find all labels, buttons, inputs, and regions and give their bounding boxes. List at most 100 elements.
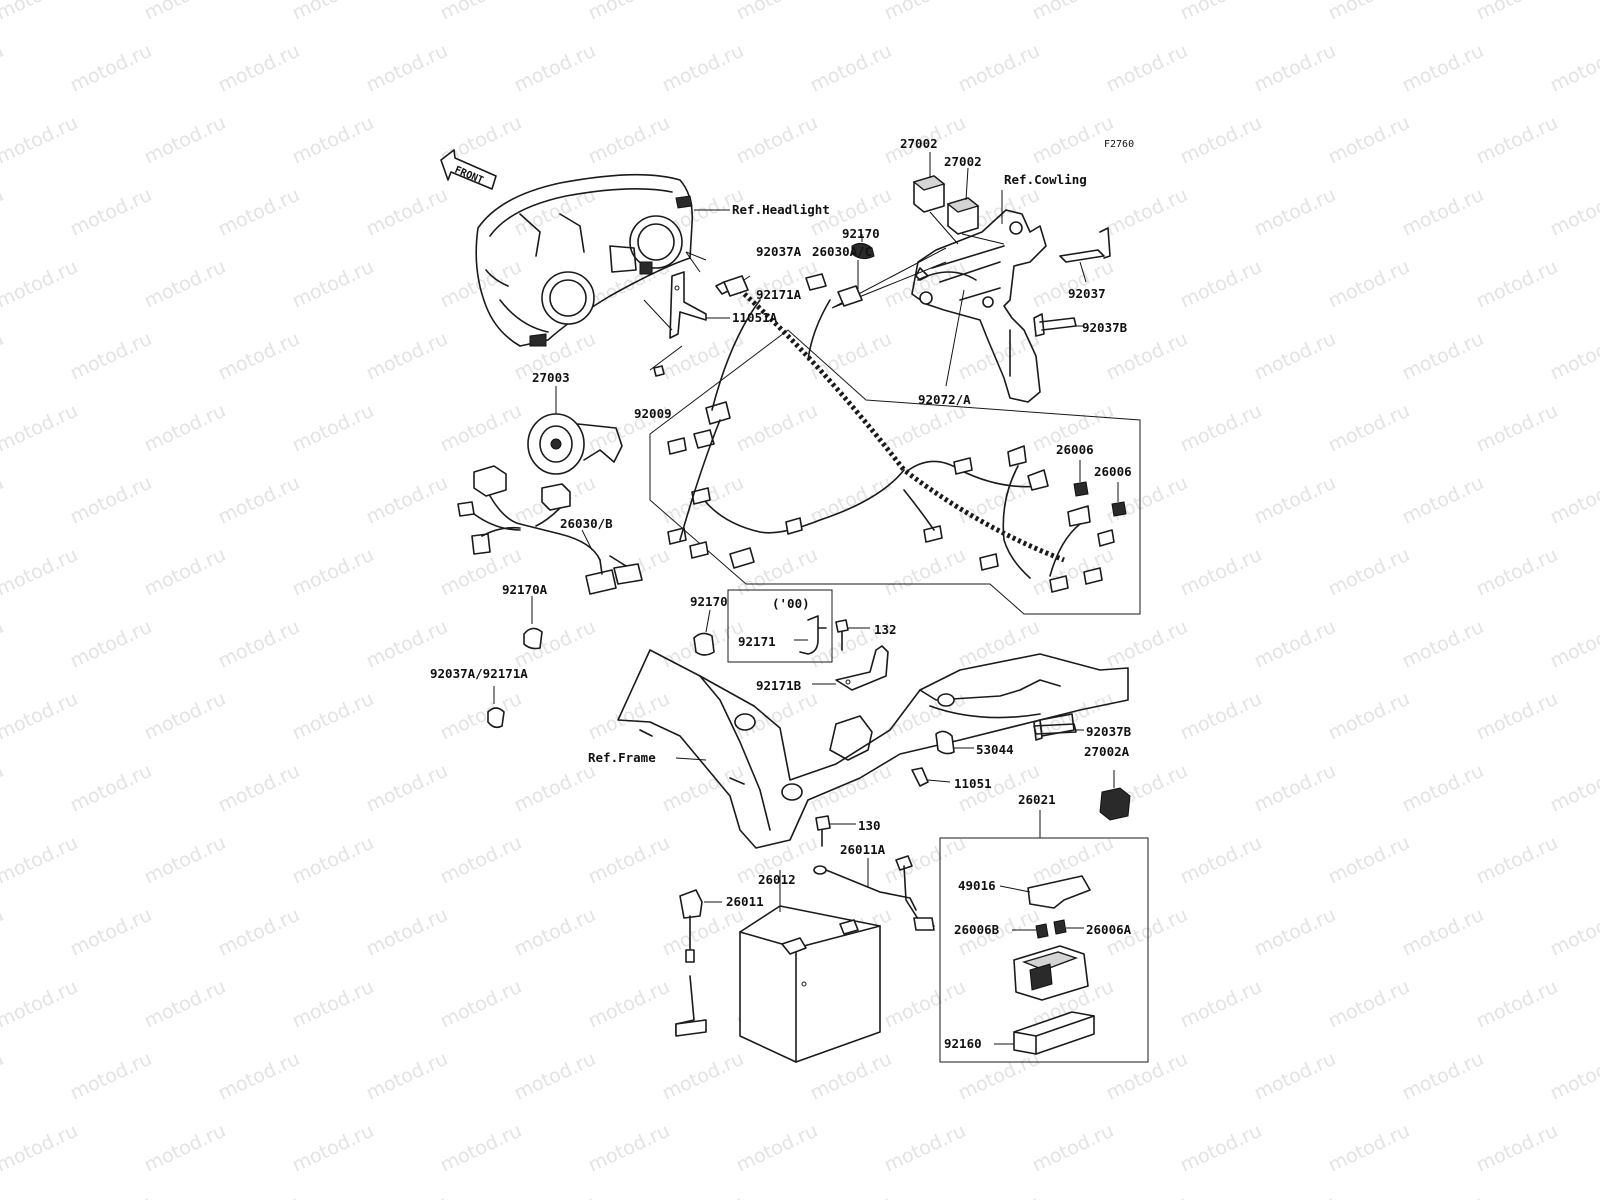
watermark-text: motod.ru: [0, 616, 7, 673]
label-92009: 92009: [634, 406, 672, 421]
watermark-text: motod.ru: [881, 1120, 969, 1177]
watermark-text: motod.ru: [437, 688, 525, 745]
watermark-text: motod.ru: [807, 760, 895, 817]
label-92171A-top: 92171A: [756, 287, 802, 302]
label-92170A: 92170A: [502, 582, 548, 597]
watermark-text: motod.ru: [1547, 1048, 1600, 1105]
clamp-92170A-icon: [523, 627, 543, 650]
watermark-text: motod.ru: [1177, 0, 1265, 25]
watermark-text: motod.ru: [437, 256, 525, 313]
watermark-text: motod.ru: [0, 0, 81, 25]
watermark-text: motod.ru: [141, 832, 229, 889]
watermark-text: motod.ru: [1103, 1192, 1191, 1200]
label-92170-top: 92170: [842, 226, 880, 241]
watermark-text: motod.ru: [1399, 1192, 1487, 1200]
rubber-53044-icon: [935, 730, 955, 755]
watermark-text: motod.ru: [807, 1192, 895, 1200]
watermark-text: motod.ru: [1325, 400, 1413, 457]
watermark-text: motod.ru: [807, 40, 895, 97]
band-92072A-icon: [915, 267, 977, 281]
watermark-text: motod.ru: [511, 904, 599, 961]
label-130: 130: [858, 818, 881, 833]
watermark-text: motod.ru: [1473, 976, 1561, 1033]
watermark-text: motod.ru: [437, 832, 525, 889]
watermark-text: motod.ru: [511, 760, 599, 817]
fuse-box-outline: [939, 837, 1149, 1063]
watermark-text: motod.ru: [511, 1192, 599, 1200]
watermark-text: motod.ru: [289, 0, 377, 25]
watermark-text: motod.ru: [1399, 40, 1487, 97]
watermark-text: motod.ru: [1473, 0, 1561, 25]
sub-harness-26030B-icon: [457, 465, 643, 595]
label-92037B-bottom: 92037B: [1086, 724, 1132, 739]
watermark-text: motod.ru: [0, 1120, 81, 1177]
watermark-text: motod.ru: [733, 0, 821, 25]
watermark-text: motod.ru: [67, 1048, 155, 1105]
watermark-text: motod.ru: [289, 112, 377, 169]
label-26030AC: 26030A/C: [812, 244, 872, 259]
watermark-text: motod.ru: [67, 760, 155, 817]
watermark-text: motod.ru: [659, 904, 747, 961]
watermark-text: motod.ru: [1325, 832, 1413, 889]
watermark-text: motod.ru: [881, 0, 969, 25]
label-26006-b: 26006: [1094, 464, 1132, 479]
label-92170-mid: 92170: [690, 594, 728, 609]
screw-92009-icon: [649, 345, 683, 377]
watermark-text: motod.ru: [1177, 1120, 1265, 1177]
bolt-92037B-top-icon: [1033, 313, 1077, 337]
watermark-text: motod.ru: [659, 1048, 747, 1105]
fuse-cover-49016-icon: [1027, 875, 1091, 909]
watermark-text: motod.ru: [1547, 472, 1600, 529]
watermark-text: motod.ru: [659, 1192, 747, 1200]
watermark-text: motod.ru: [363, 1192, 451, 1200]
watermark-text: motod.ru: [511, 40, 599, 97]
frame-icon: [617, 649, 1129, 849]
label-26006-a: 26006: [1056, 442, 1094, 457]
watermark-text: motod.ru: [807, 1048, 895, 1105]
watermark-text: motod.ru: [585, 112, 673, 169]
watermark-text: motod.ru: [1103, 40, 1191, 97]
watermark-text: motod.ru: [363, 1048, 451, 1105]
watermark-text: motod.ru: [1103, 616, 1191, 673]
label-92037A-top: 92037A: [756, 244, 802, 259]
watermark-text: motod.ru: [0, 400, 81, 457]
label-92072A: 92072/A: [918, 392, 971, 407]
watermark-text: motod.ru: [1399, 616, 1487, 673]
watermark-text: motod.ru: [1251, 328, 1339, 385]
watermark-text: motod.ru: [215, 1048, 303, 1105]
watermark-text: motod.ru: [141, 976, 229, 1033]
watermark-text: motod.ru: [1473, 688, 1561, 745]
watermark-text: motod.ru: [215, 1192, 303, 1200]
watermark-text: motod.ru: [1547, 760, 1600, 817]
label-ref-cowling: Ref.Cowling: [1004, 172, 1087, 187]
label-ref-frame: Ref.Frame: [588, 750, 656, 765]
watermark-text: motod.ru: [955, 616, 1043, 673]
watermark-text: motod.ru: [141, 1120, 229, 1177]
watermark-text: motod.ru: [1103, 472, 1191, 529]
battery-cable-26011-icon: [675, 889, 707, 1037]
watermark-text: motod.ru: [1399, 760, 1487, 817]
label-132: 132: [874, 622, 897, 637]
main-harness-26030AC-icon: [667, 273, 1115, 593]
horn-27003-icon: [527, 413, 623, 475]
label-27002A: 27002A: [1084, 744, 1130, 759]
watermark-text: motod.ru: [585, 832, 673, 889]
watermark-text: motod.ru: [0, 112, 81, 169]
watermark-text: motod.ru: [881, 832, 969, 889]
watermark-text: motod.ru: [0, 760, 7, 817]
watermark-text: motod.ru: [363, 40, 451, 97]
watermark-text: motod.ru: [1325, 976, 1413, 1033]
watermark-text: motod.ru: [955, 1192, 1043, 1200]
watermark-text: motod.ru: [955, 1048, 1043, 1105]
watermark-text: motod.ru: [1473, 112, 1561, 169]
part-labels: Ref.Headlight Ref.Cowling Ref.Frame 2700…: [430, 136, 1132, 1051]
label-26006B: 26006B: [954, 922, 1000, 937]
fuse-block-icon: [1013, 945, 1089, 1001]
watermark-text: motod.ru: [1177, 256, 1265, 313]
watermark-text: motod.ru: [1325, 112, 1413, 169]
watermark-text: motod.ru: [1177, 400, 1265, 457]
watermark-text: motod.ru: [289, 400, 377, 457]
watermark-text: motod.ru: [0, 184, 7, 241]
grommet-92037A-92171A-icon: [487, 707, 505, 729]
watermark-text: motod.ru: [1103, 328, 1191, 385]
